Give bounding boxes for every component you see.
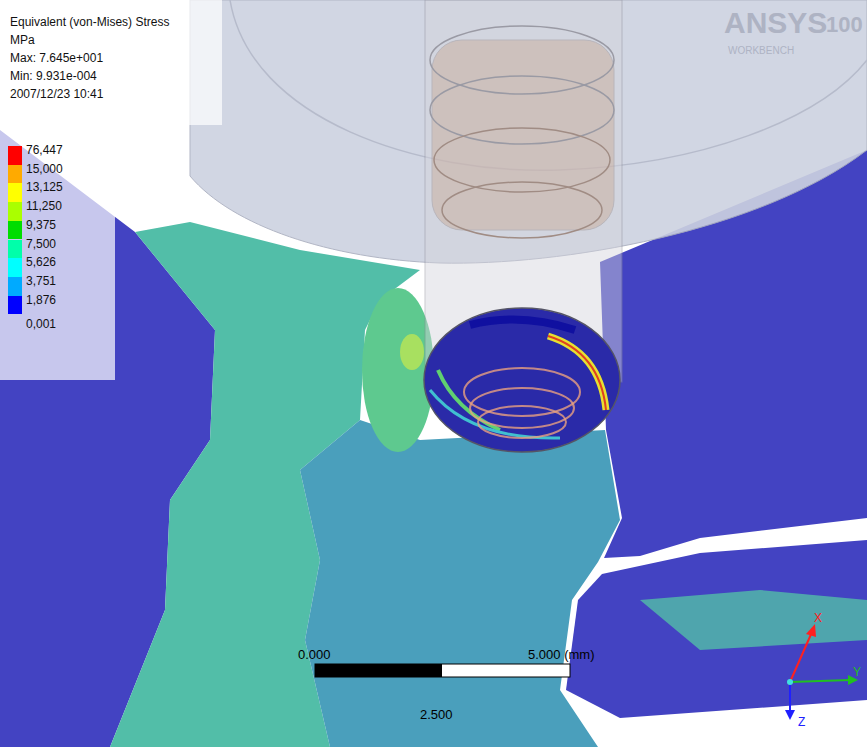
axis-label: X [814,611,822,625]
label-holder: 2.500 [420,705,453,723]
color-swatch [8,240,22,259]
legend-holder: 9,375 [26,215,56,233]
result-info: MPa [10,33,35,47]
legend-panel [0,0,222,125]
color-swatch [8,258,22,277]
scale-label: 5.000 (mm) [528,647,594,662]
result-info: Equivalent (von-Mises) Stress [10,15,169,29]
legend-value: 5,626 [26,255,56,269]
legend-holder: 1,876 [26,290,56,308]
scale-bar [315,664,570,677]
result-info: Min: 9.931e-004 [10,69,97,83]
scale-label: 2.500 [420,707,453,722]
color-swatch [8,146,22,165]
color-swatch [8,183,22,202]
legend-panel [0,125,115,380]
legend-holder: 5,626 [26,252,56,270]
legend-value: 7,500 [26,237,56,251]
legend-holder: 11,250 [26,196,62,214]
scale-bar [315,664,442,677]
color-swatch [8,202,22,221]
legend-holder: 15,000 [26,159,63,177]
legend-holder: 76,447 [26,140,63,158]
legend-value: 0,001 [26,317,56,331]
result-info: Max: 7.645e+001 [10,51,103,65]
elevated-stress-region [400,334,424,370]
color-swatch [8,277,22,296]
mid-stress-region [640,590,867,650]
watermark: WORKBENCH [728,45,794,56]
watermark: ANSYS [724,6,827,40]
legend-value: 15,000 [26,162,63,176]
elevated-stress-region [362,288,434,452]
label-holder: 2007/12/23 10:41 [10,84,103,102]
thread-ring [478,406,566,438]
legend-value: 3,751 [26,274,56,288]
implant-ring [442,182,602,238]
color-swatch [8,221,22,240]
axis-y [790,680,850,682]
color-swatch [8,296,22,315]
axis-x [790,632,812,682]
label-holder: MPa [10,30,35,48]
legend-value: 13,125 [26,180,63,194]
label-holder: Z [798,712,805,730]
implant-ring [430,26,614,94]
legend-value: 9,375 [26,218,56,232]
axis-z [789,682,791,712]
implant-socket [424,308,620,452]
socket-streak [470,320,575,330]
label-holder: Equivalent (von-Mises) Stress [10,12,169,30]
label-holder: 0.000 [298,645,331,663]
label-holder: 5.000 (mm) [528,645,594,663]
axis-z-head [785,710,795,720]
label-holder: 0,001 [26,314,56,332]
legend-holder: 3,751 [26,271,56,289]
legend-value: 1,876 [26,293,56,307]
legend-holder: 7,500 [26,234,56,252]
color-swatch [8,165,22,184]
axis-origin [787,679,793,685]
axis-label: Y [853,665,861,679]
thread-ring [470,388,574,428]
label-holder: 100 [826,12,863,38]
low-stress-region [566,540,867,718]
scale-label: 0.000 [298,647,331,662]
axis-x-head [806,624,816,637]
legend-value: 76,447 [26,143,63,157]
label-holder: Max: 7.645e+001 [10,48,103,66]
implant-ring [430,76,614,144]
thread-ring [464,368,580,416]
watermark: 100 [826,12,863,38]
legend-value: 11,250 [26,199,62,213]
legend-holder: 13,125 [26,177,63,195]
label-holder: Y [853,662,861,680]
axis-label: Z [798,715,805,729]
mid-stress-region [300,420,620,747]
label-holder: WORKBENCH [728,40,794,58]
label-holder: Min: 9.931e-004 [10,66,97,84]
result-info: 2007/12/23 10:41 [10,87,103,101]
label-holder: ANSYS [724,6,827,40]
label-holder: X [814,608,822,626]
